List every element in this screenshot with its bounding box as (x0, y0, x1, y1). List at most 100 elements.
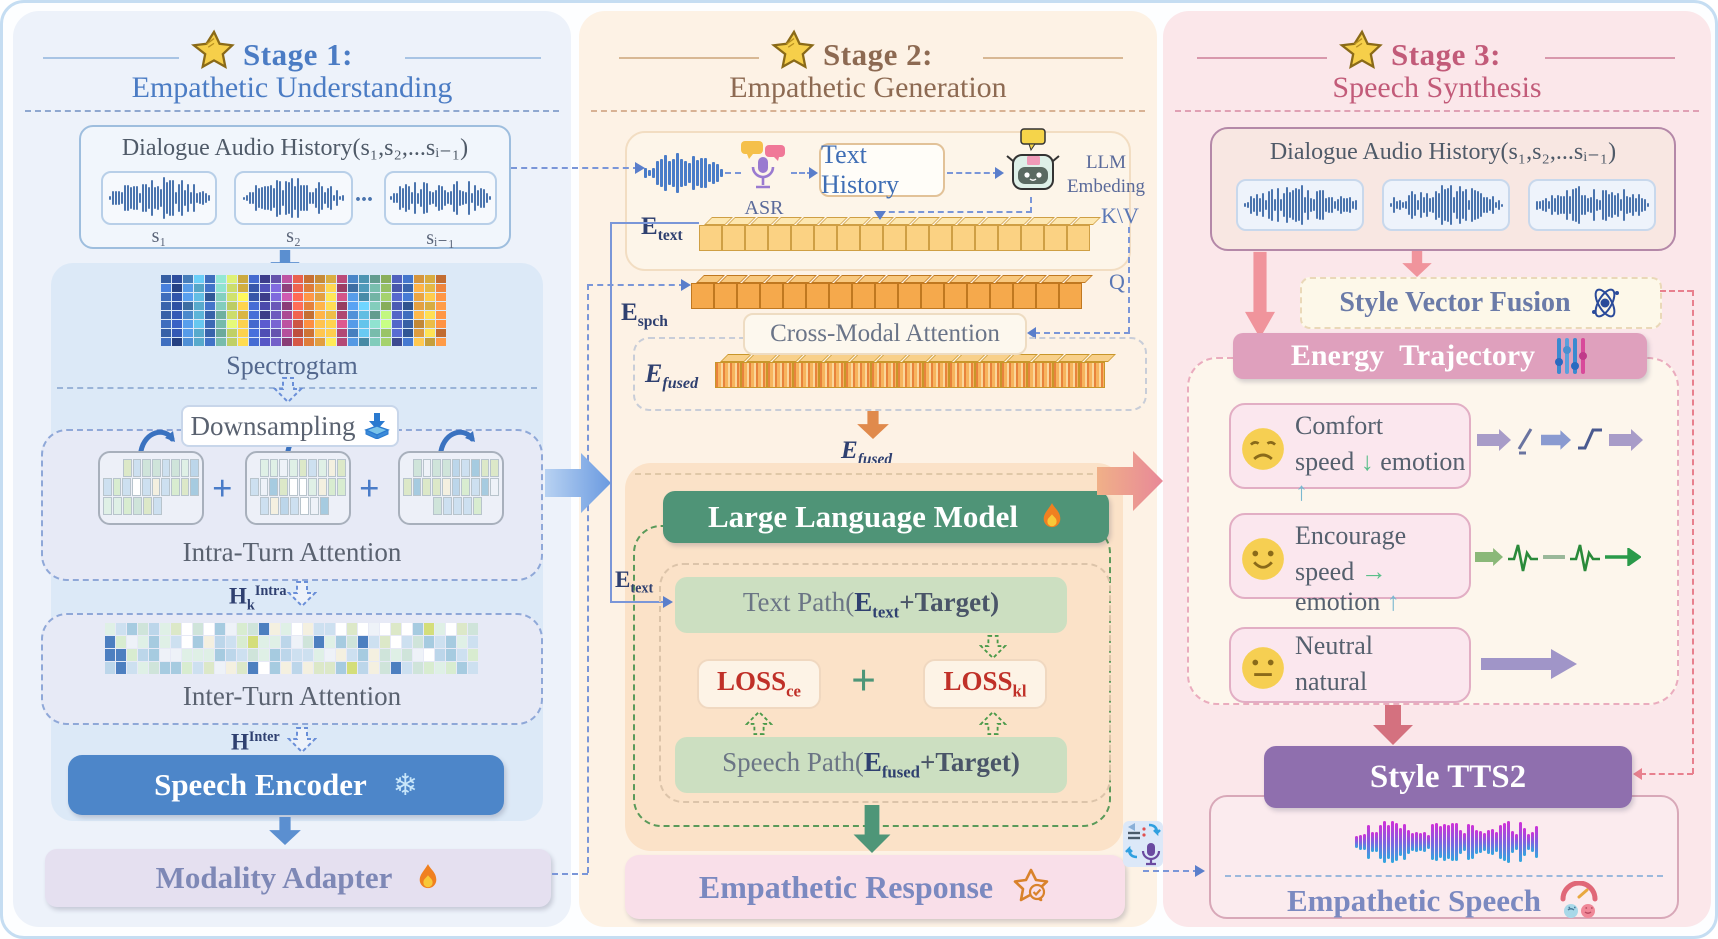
cross-modal-attention-box: Cross-Modal Attention (743, 313, 1027, 355)
arrowhead (635, 162, 645, 174)
stage3-panel: Stage 3: Speech Synthesis Dialogue Audio… (1163, 11, 1711, 927)
empathetic-speech-row: Empathetic Speech (1211, 881, 1677, 921)
text-path-label: Text Path(Etext+Target) (742, 587, 1000, 622)
waveform (1382, 179, 1510, 231)
neutral-face-icon (1242, 647, 1284, 689)
dialogue-audio-history-box: Dialogue Audio History(s₁,s₂,...sᵢ₋₁) (1210, 127, 1676, 251)
connector (1692, 290, 1694, 774)
stage2-to-stage3-arrow (1097, 451, 1163, 511)
decor-line (1197, 57, 1327, 59)
intra-turn-label: Intra-Turn Attention (182, 537, 402, 567)
divider (1225, 875, 1663, 877)
connector (1034, 332, 1130, 334)
speech-encoder-label: Speech Encoder (154, 767, 367, 802)
flat-arrow-icon (1481, 649, 1577, 679)
arrowhead (681, 279, 691, 291)
arrowhead (663, 596, 673, 608)
text-history-box: Text History (819, 140, 945, 199)
connector (879, 211, 1032, 213)
waveform-label: s₁ (151, 225, 167, 247)
star-icon (771, 29, 815, 69)
self-attention-arrow-icon (138, 429, 175, 453)
snowflake-icon: ❄ (392, 768, 418, 802)
dialogue-audio-history-box: Dialogue Audio History(s₁,s₂,...sᵢ₋₁) ..… (79, 125, 511, 249)
connector (1143, 870, 1199, 872)
llm-label: Large Language Model (708, 499, 1018, 534)
pitch-contour-icon (1578, 428, 1602, 450)
arrow-down-icon (853, 805, 891, 853)
waveform-label: sᵢ₋₁ (426, 227, 455, 249)
inter-turn-label: Inter-Turn Attention (182, 681, 402, 711)
green-arrow-icon (1605, 548, 1641, 566)
text-history-label: Text History (821, 140, 899, 199)
connector (587, 284, 685, 286)
plus-sign: + (851, 656, 877, 705)
cross-modal-label: Cross-Modal Attention (770, 320, 1000, 347)
sad-face-icon (1242, 428, 1284, 470)
star-icon (191, 29, 235, 69)
emotion-name: Comfort (1295, 411, 1384, 440)
synth-waveform (1251, 819, 1641, 865)
connector (725, 172, 741, 174)
decor-line (619, 57, 759, 59)
star-check-icon (1013, 868, 1049, 902)
connector (1128, 227, 1130, 333)
connector (511, 167, 639, 169)
stage2-panel: Stage 2: Empathetic Generation ASR Text … (579, 11, 1157, 927)
downsample-icon (363, 413, 390, 439)
e-text-label: Etext (641, 213, 683, 244)
arrowhead (1027, 327, 1036, 339)
dashed-arrow-down-icon (979, 635, 1007, 659)
emotion-up-arrow: ↑ (1295, 477, 1308, 506)
comfort-box: Comfort speed ↓ emotion ↑ (1229, 403, 1471, 506)
style-vector-fusion-box: Style Vector Fusion (1300, 277, 1662, 329)
waveform-label: s₂ (286, 225, 301, 247)
plus-sign: + (359, 468, 380, 508)
asr-label: ASR (744, 197, 784, 219)
dashed-arrow-up-icon (745, 711, 773, 735)
speech-encoder-box: Speech Encoder ❄ (68, 755, 504, 815)
connector (610, 601, 667, 603)
speech-path-label: Speech Path(Efused+Target) (722, 747, 1020, 782)
q-label: Q (1109, 269, 1125, 294)
stage2-title: Stage 2: (823, 37, 933, 72)
stage1-panel: Stage 1: Empathetic Understanding Dialog… (13, 11, 571, 927)
downsampling-label: Downsampling (190, 410, 356, 441)
arrowhead (809, 167, 818, 179)
decor-line (43, 57, 179, 59)
waveform (1236, 179, 1364, 231)
emotion-name: Encourage (1295, 521, 1407, 550)
loss-kl-label: LOSSkl (943, 666, 1027, 701)
empathetic-speech-label: Empathetic Speech (1286, 883, 1541, 918)
connector (610, 222, 699, 224)
style-tts2-box: Style TTS2 (1264, 746, 1632, 808)
star-icon (1339, 29, 1383, 69)
loss-ce-box: LOSSce (697, 659, 821, 709)
stage1-to-stage2-arrow (545, 453, 611, 513)
llm-robot-icon (1006, 128, 1060, 190)
pulse-icon (1508, 544, 1538, 572)
fused-embedding-row (715, 353, 1116, 388)
spectrogram (161, 275, 446, 346)
audio-history-title: Dialogue Audio History(s₁,s₂,...sᵢ₋₁) (1269, 139, 1617, 165)
arrowhead (995, 167, 1004, 179)
atom-icon (1591, 288, 1619, 318)
waveform-s2 (234, 171, 353, 225)
text-path-box: Text Path(Etext+Target) (675, 577, 1067, 633)
arrow-down-icon (1373, 705, 1413, 745)
empathetic-response-label: Empathetic Response (698, 868, 994, 905)
stage2-subtitle: Empathetic Generation (729, 71, 1007, 104)
connector (947, 172, 999, 174)
emotion-name: Neutral (1295, 631, 1373, 660)
energy-trajectory-label: Energy Trajectory (1290, 339, 1536, 372)
speech-embedding-row (691, 274, 1093, 309)
modality-adapter-label: Modality Adapter (155, 860, 393, 895)
speech-path-box: Speech Path(Efused+Target) (675, 737, 1067, 793)
arrowhead (1633, 768, 1642, 780)
connector (587, 284, 589, 873)
stage1-title: Stage 1: (243, 37, 353, 72)
dashed-arrow-up-icon (979, 711, 1007, 735)
emotion-attrs: speed → emotion ↑ (1295, 557, 1400, 616)
empathetic-response-box: Empathetic Response (625, 855, 1125, 919)
